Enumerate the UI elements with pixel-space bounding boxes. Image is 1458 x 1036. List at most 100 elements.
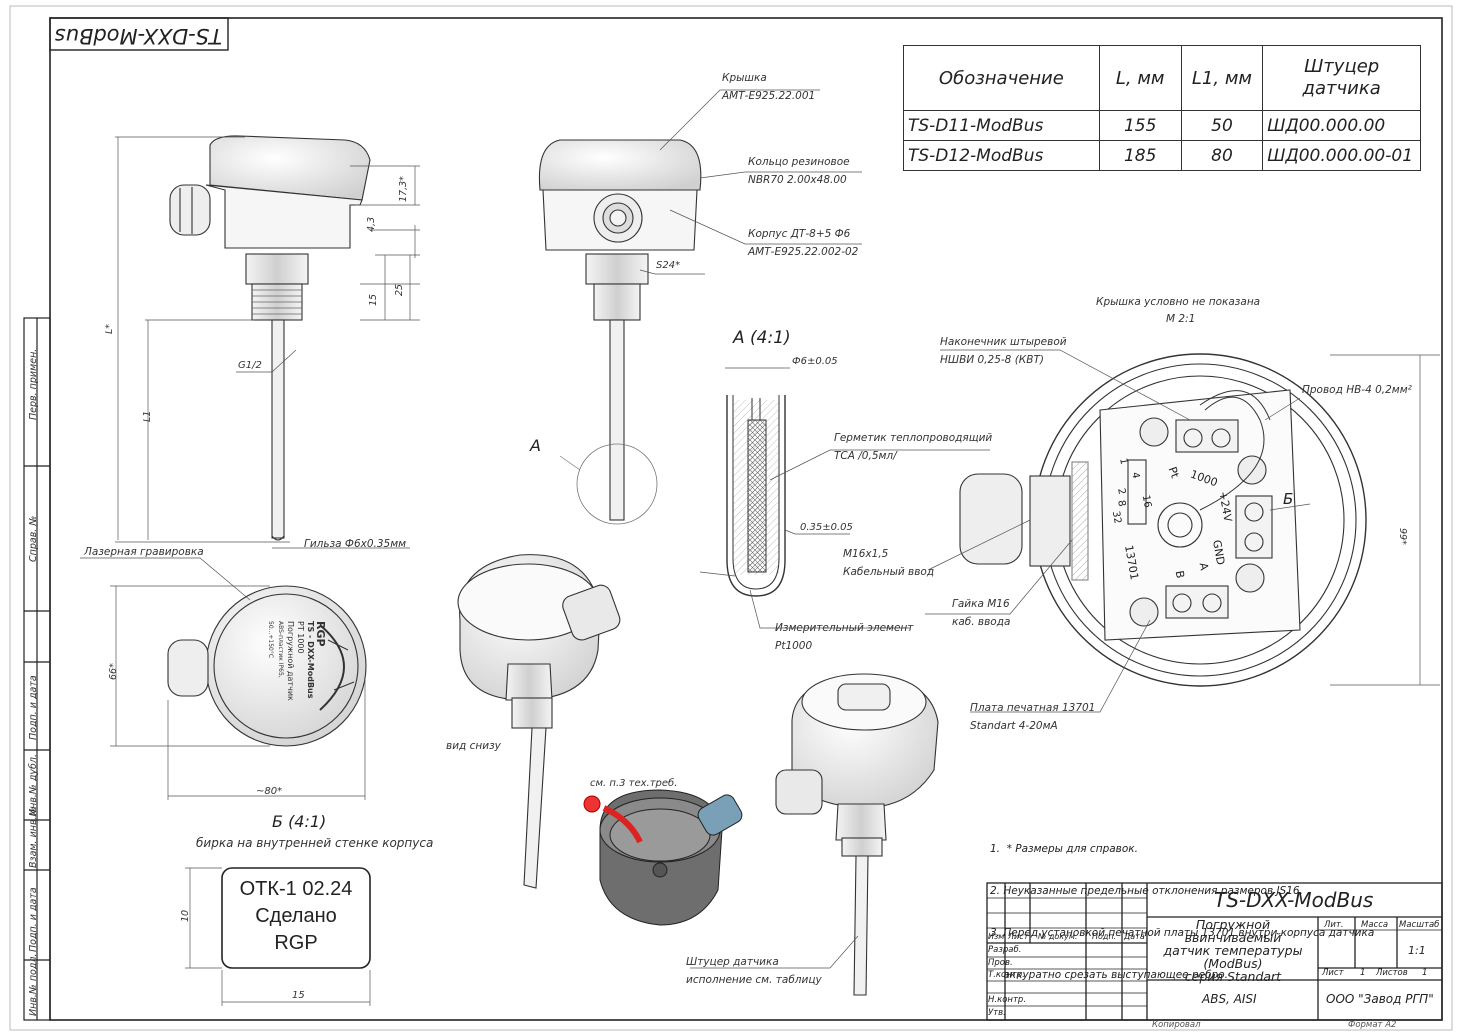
dim-g1-2: G1/2: [238, 360, 262, 371]
tb-role: Утв.: [988, 1008, 1006, 1018]
stamp-inv-podl: Инв.№ подл.: [28, 953, 39, 1016]
detail-a-leaders: [699, 449, 990, 629]
detail-a-circle: [576, 443, 658, 525]
label-cover-code: АМТ-Е925.22.001: [722, 90, 816, 102]
label-plate-line4: ABS-пластик IP65, 50...+150°C: [267, 621, 284, 678]
label-tip-code: НШВИ 0,25-8 (КВТ): [940, 354, 1044, 366]
detail-a-view: [725, 367, 790, 597]
spec-cell: 155: [1098, 110, 1182, 141]
detail-b-caption: бирка на внутренней стенке корпуса: [196, 836, 434, 850]
tb-role: Пров.: [988, 958, 1013, 968]
label-nut: Гайка М16: [952, 598, 1010, 610]
stamp-vzam-inv: Взам. инв.№: [28, 806, 39, 868]
board-view: [959, 353, 1367, 687]
label-fitting: Штуцер датчика: [686, 956, 779, 968]
dim-0-35: 0.35±0.05: [800, 522, 853, 533]
label-laser: Лазерная гравировка: [84, 546, 204, 558]
detail-b-dims: [80, 557, 366, 800]
detail-b-view: [167, 585, 367, 747]
label-body: Корпус ДТ-8+5 Ф6: [748, 228, 851, 240]
view-title-detail-b: Б (4:1): [272, 812, 327, 831]
label-ring-code: NBR70 2.00х48.00: [748, 174, 847, 186]
tb-scale-label: Масштаб: [1399, 920, 1440, 930]
spec-table: Обозначение L, мм L1, мм Штуцер датчика …: [903, 45, 1421, 171]
iso-view-open: [583, 789, 743, 926]
label-body-code: АМТ-Е925.22.002-02: [748, 246, 859, 258]
stamp-podp-data-1: Подп. и дата: [28, 675, 39, 740]
iso-view-bottom: [457, 554, 621, 889]
label-arrow-b: Б: [1283, 490, 1294, 508]
tag-plate: [221, 867, 371, 969]
designation-rotated: TS-DXX-ModBus: [54, 24, 222, 48]
tb-material: ABS, AISI: [1202, 992, 1257, 1006]
dim-15b: 15: [292, 990, 305, 1001]
note-line: 2. Неуказанные предельные отклонения раз…: [990, 885, 1303, 897]
tag-line1: ОТК-1 02.24: [239, 878, 353, 900]
label-bottom-view: вид снизу: [446, 740, 501, 752]
front-view: [538, 139, 702, 521]
spec-header-cell: Штуцер датчика: [1262, 45, 1421, 111]
tb-sheet: 1: [1360, 968, 1366, 978]
spec-cell: ШД00.000.00-01: [1262, 140, 1421, 171]
dim-L1: L1: [142, 410, 153, 422]
spec-cell: TS-D12-ModBus: [903, 140, 1100, 171]
label-cover-not-shown: Крышка условно не показана: [1096, 296, 1261, 308]
tb-name-line: (ModBus): [1203, 956, 1263, 971]
label-board-type: Standart 4-20мА: [970, 720, 1058, 732]
tb-role: Т.контр.: [988, 970, 1025, 980]
view-title-detail-a: А (4:1): [733, 328, 791, 348]
note-line: 3. Перед установкой печатной платы 13701…: [990, 927, 1375, 939]
spec-header-cell: L1, мм: [1180, 45, 1264, 111]
front-leaders: [639, 89, 862, 275]
spec-cell: 80: [1180, 140, 1264, 171]
label-cable-entry-size: М16х1,5: [843, 548, 889, 560]
spec-cell: 185: [1098, 140, 1182, 171]
board-mark-16: 16: [1139, 494, 1153, 509]
label-detail-a-circle: А: [530, 436, 541, 455]
board-leaders: [925, 349, 1440, 713]
dim-15: 15: [368, 293, 379, 306]
label-board: Плата печатная 13701: [970, 702, 1096, 714]
side-view-dims: [115, 136, 420, 549]
tb-col-list: Лист: [1008, 932, 1029, 941]
tb-mass: Масса: [1361, 920, 1389, 930]
side-stamp: [23, 317, 51, 1021]
label-nut-sub: каб. ввода: [952, 616, 1011, 628]
dim-s24: S24*: [656, 260, 681, 271]
tb-name-line: Погружной ввинчиваемый: [1184, 917, 1282, 945]
dim-25: 25: [394, 283, 405, 296]
note-line: аккуратно срезать выступающее ребро.: [990, 969, 1228, 981]
board-mark-32: 32: [1109, 510, 1123, 525]
label-cable-entry: Кабельный ввод: [843, 566, 935, 578]
tb-lit: Лит.: [1324, 920, 1344, 930]
tag-plate-text: ОТК-1 02.24 Сделано RGP: [222, 876, 370, 957]
spec-header-cell: Обозначение: [903, 45, 1100, 111]
label-sleeve: Гильза Ф6х0.35мм: [304, 538, 407, 550]
spec-header-cell: L, мм: [1098, 45, 1182, 111]
outer-frame: [9, 5, 1453, 1031]
tb-scale: 1:1: [1408, 944, 1426, 957]
note-line: 1. * Размеры для справок.: [990, 843, 1138, 855]
label-element-type: Pt1000: [775, 640, 813, 652]
label-plate-line1: TS - DXX-ModBus: [306, 621, 315, 699]
tag-line2: Сделано: [255, 905, 337, 927]
spec-header-row: Обозначение L, мм L1, мм Штуцер датчика: [903, 45, 1421, 111]
label-cover: Крышка: [722, 72, 767, 84]
stamp-sprav: Справ. №: [28, 515, 39, 562]
spec-cell: ШД00.000.00: [1262, 110, 1421, 141]
label-tip: Наконечник штыревой: [940, 336, 1067, 348]
tb-sheets: 1: [1422, 968, 1428, 978]
dim-99: 99*: [1397, 528, 1408, 545]
spec-row: TS-D11-ModBus 155 50 ШД00.000.00: [903, 110, 1421, 141]
tb-col-izm: Изм: [988, 932, 1005, 941]
label-fitting-variant: исполнение см. таблицу: [686, 974, 822, 986]
tb-designation: TS-DXX-ModBus: [1214, 888, 1374, 912]
spec-cell: TS-D11-ModBus: [903, 110, 1100, 141]
dim-L: L*: [104, 323, 115, 334]
label-element: Измерительный элемент: [775, 622, 914, 634]
tb-sheets-label: Листов: [1376, 968, 1408, 978]
tech-notes: 1. * Размеры для справок. 2. Неуказанные…: [990, 814, 1374, 996]
tb-sheet-label: Лист: [1322, 968, 1344, 978]
tb-name: Погружной ввинчиваемый датчик температур…: [1148, 918, 1318, 983]
